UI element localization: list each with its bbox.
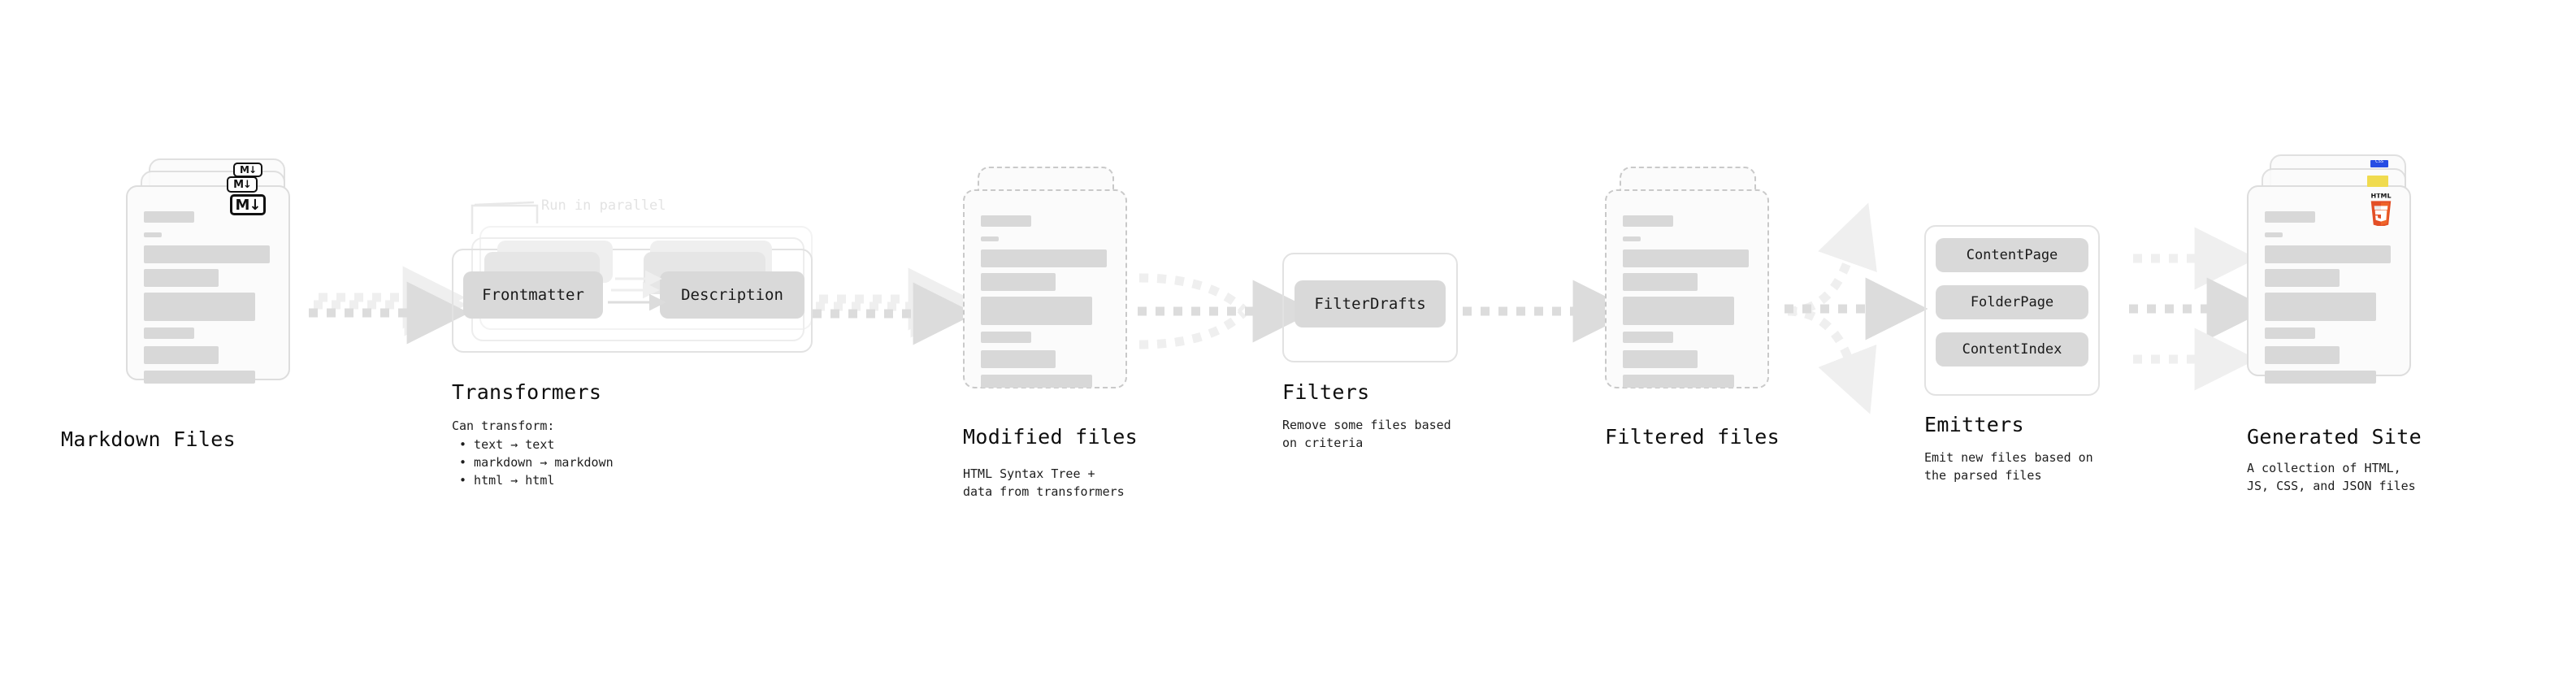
emitter-chip-contentpage[interactable]: ContentPage: [1936, 238, 2088, 272]
content-bar: [144, 327, 194, 339]
content-bar: [2265, 371, 2376, 384]
file-sheet-front: [126, 185, 290, 384]
emitters-box: [1924, 225, 2100, 396]
stage-label-filtered-files: Filtered files: [1605, 425, 1780, 449]
stage-label-filters: Filters: [1282, 380, 1370, 404]
modified-files-description: HTML Syntax Tree + data from transformer…: [963, 466, 1125, 499]
emitter-chip-folderpage[interactable]: FolderPage: [1936, 285, 2088, 319]
content-bar: [981, 297, 1092, 325]
content-bar: [981, 375, 1092, 388]
bullet-item: • html → html: [459, 473, 555, 488]
content-bar: [1623, 297, 1734, 325]
content-bar: [981, 215, 1031, 227]
emitter-chip-contentindex[interactable]: ContentIndex: [1936, 332, 2088, 367]
content-bar: [2265, 211, 2315, 223]
stage-label-emitters: Emitters: [1924, 413, 2024, 436]
content-bar: [1623, 249, 1749, 267]
transformer-chip-description[interactable]: Description: [660, 271, 804, 319]
stage-label-transformers: Transformers: [452, 380, 602, 404]
content-bar: [2265, 346, 2340, 364]
run-in-parallel-note: Run in parallel: [541, 197, 666, 214]
content-bar: [1623, 350, 1698, 368]
js-badge: [2367, 176, 2388, 187]
content-bar: [144, 232, 162, 237]
file-sheet-front: [2247, 185, 2411, 384]
content-bar: [1623, 375, 1734, 388]
bullet-item: • markdown → markdown: [459, 455, 614, 470]
arrow-filtered-to-emitters: [1785, 202, 1928, 414]
content-bar: [981, 332, 1031, 343]
content-bar: [981, 273, 1056, 291]
markdown-badge-back: M↓: [233, 163, 262, 177]
content-bar: [981, 249, 1107, 267]
content-bar: [2265, 293, 2376, 321]
content-bar: [1623, 215, 1673, 227]
file-sheet-front: [963, 189, 1127, 388]
content-bar: [1623, 332, 1673, 343]
css-badge: CSS: [2370, 160, 2388, 167]
file-sheet-front: [1605, 189, 1769, 388]
transformers-description: Can transform:: [452, 419, 555, 433]
content-bar: [144, 293, 255, 321]
content-bar: [1623, 273, 1698, 291]
filters-description: Remove some files based on criteria: [1282, 418, 1451, 450]
transformers-box-front: [452, 249, 813, 353]
content-bar: [2265, 245, 2391, 263]
markdown-badge: M↓: [230, 194, 266, 215]
css-badge-label: CSS: [2375, 159, 2383, 164]
content-bar: [144, 245, 270, 263]
stage-label-generated-site: Generated Site: [2247, 425, 2422, 449]
content-bar: [1623, 236, 1641, 241]
content-bar: [2265, 327, 2315, 339]
stage-label-markdown-files: Markdown Files: [61, 427, 236, 451]
content-bar: [144, 211, 194, 223]
bullet-item: • text → text: [459, 437, 555, 452]
generated-site-description: A collection of HTML, JS, CSS, and JSON …: [2247, 461, 2416, 493]
arrow-modified-to-filters: [1138, 273, 1316, 349]
content-bar: [981, 236, 999, 241]
transformers-bullets: • text → text • markdown → markdown • ht…: [459, 436, 614, 489]
markdown-badge-mid: M↓: [227, 176, 258, 193]
svg-text:HTML: HTML: [2370, 193, 2391, 199]
stage-label-modified-files: Modified files: [963, 425, 1138, 449]
emitters-description: Emit new files based on the parsed files: [1924, 450, 2093, 483]
arrow-emitters-to-site: [2129, 227, 2270, 391]
filters-box: [1282, 253, 1458, 362]
content-bar: [2265, 269, 2340, 287]
arrow-transformers-to-modified: [813, 267, 976, 345]
html5-badge: HTML: [2367, 192, 2395, 228]
arrow-md-to-transformers: [309, 266, 470, 345]
content-bar: [144, 371, 255, 384]
content-bar: [144, 346, 219, 364]
transformer-chip-frontmatter[interactable]: Frontmatter: [463, 271, 603, 319]
content-bar: [144, 269, 219, 287]
content-bar: [981, 350, 1056, 368]
content-bar: [2265, 232, 2283, 237]
filter-chip-filterdrafts[interactable]: FilterDrafts: [1295, 280, 1446, 327]
